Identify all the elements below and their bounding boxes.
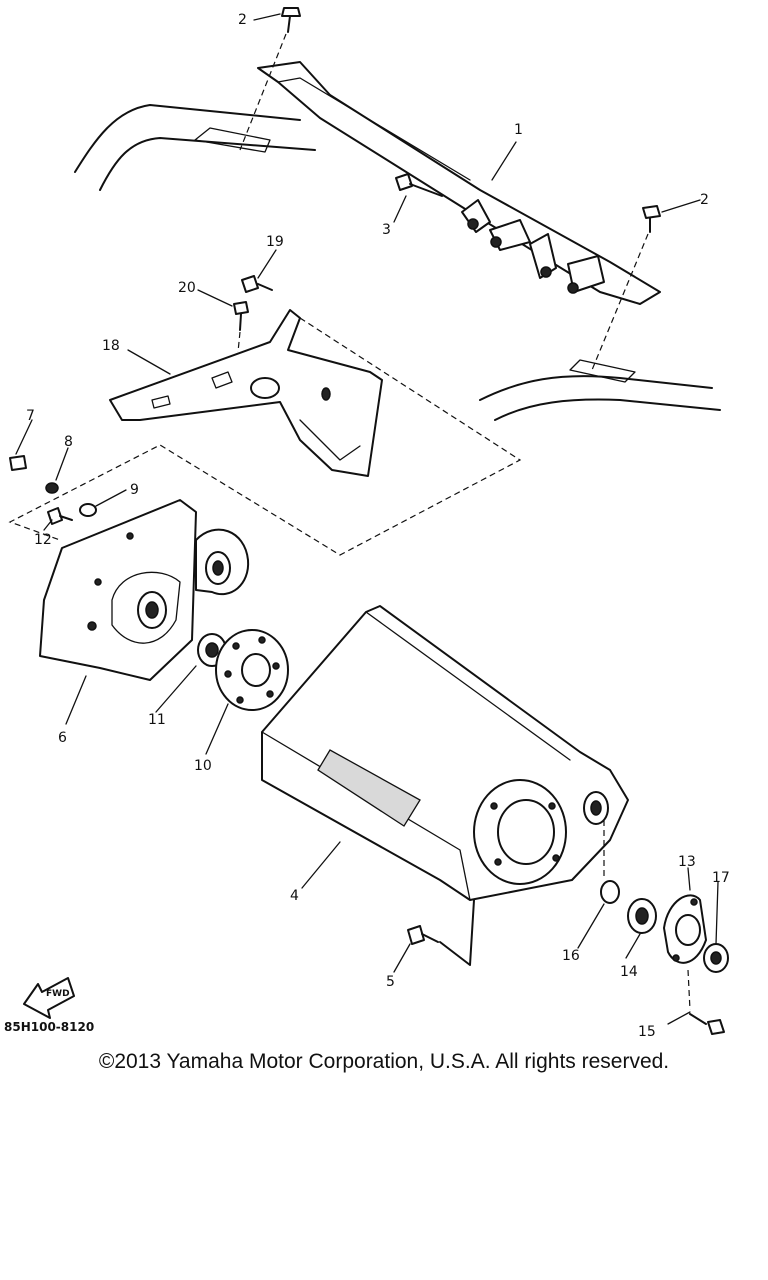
callout-4: 4 — [290, 888, 299, 904]
fastener-7 — [9, 455, 27, 471]
callout-13: 13 — [678, 854, 696, 870]
callout-2-top: 2 — [238, 12, 247, 28]
callout-10: 10 — [194, 758, 212, 774]
callout-11: 11 — [148, 712, 166, 728]
mid-bracket-part — [109, 309, 383, 477]
upper-bracket-part — [257, 61, 661, 305]
bolt-12 — [47, 507, 73, 525]
callout-1: 1 — [514, 122, 523, 138]
seal-17 — [703, 943, 729, 973]
callout-6: 6 — [58, 730, 67, 746]
bolt-2-top — [239, 7, 301, 151]
side-plate-part — [39, 499, 250, 681]
frame-rails — [74, 104, 721, 421]
nut-8 — [45, 482, 59, 494]
assembly-guide-lines — [8, 317, 522, 556]
bolt-2-right — [591, 205, 661, 371]
leader-lines — [15, 13, 719, 1025]
callout-16: 16 — [562, 948, 580, 964]
callout-19: 19 — [266, 234, 284, 250]
main-housing-part — [261, 605, 629, 901]
fwd-label: FWD — [46, 989, 70, 999]
axis-guide-15 — [687, 969, 691, 1011]
callout-7: 7 — [26, 408, 35, 424]
bearing-14 — [627, 898, 657, 934]
callout-17: 17 — [712, 870, 730, 886]
copyright-notice: ©2013 Yamaha Motor Corporation, U.S.A. A… — [98, 1050, 670, 1073]
callout-20: 20 — [178, 280, 196, 296]
diagram-part-code: 85H100-8120 — [4, 1020, 95, 1034]
bolt-20 — [233, 301, 249, 353]
flange-13 — [663, 894, 707, 964]
callout-14: 14 — [620, 964, 638, 980]
fwd-arrow-icon: FWD — [23, 977, 75, 1019]
washer-9 — [79, 503, 97, 517]
flange-10 — [215, 629, 289, 711]
callout-5: 5 — [386, 974, 395, 990]
callout-18: 18 — [102, 338, 120, 354]
bolt-15 — [689, 1013, 725, 1035]
bolt-19 — [241, 275, 273, 293]
callout-9: 9 — [130, 482, 139, 498]
callout-numbers: 2 1 2 3 19 20 18 7 8 9 12 6 11 10 4 5 16… — [26, 12, 730, 1040]
callout-2-right: 2 — [700, 192, 709, 208]
callout-3: 3 — [382, 222, 391, 238]
bolt-3 — [395, 173, 443, 197]
callout-8: 8 — [64, 434, 73, 450]
callout-12: 12 — [34, 532, 52, 548]
washer-16 — [600, 880, 620, 904]
bolt-5 — [407, 899, 475, 966]
callout-15: 15 — [638, 1024, 656, 1040]
exploded-parts-diagram: FWD 2 1 2 3 19 20 18 7 8 9 12 — [8, 7, 730, 1040]
